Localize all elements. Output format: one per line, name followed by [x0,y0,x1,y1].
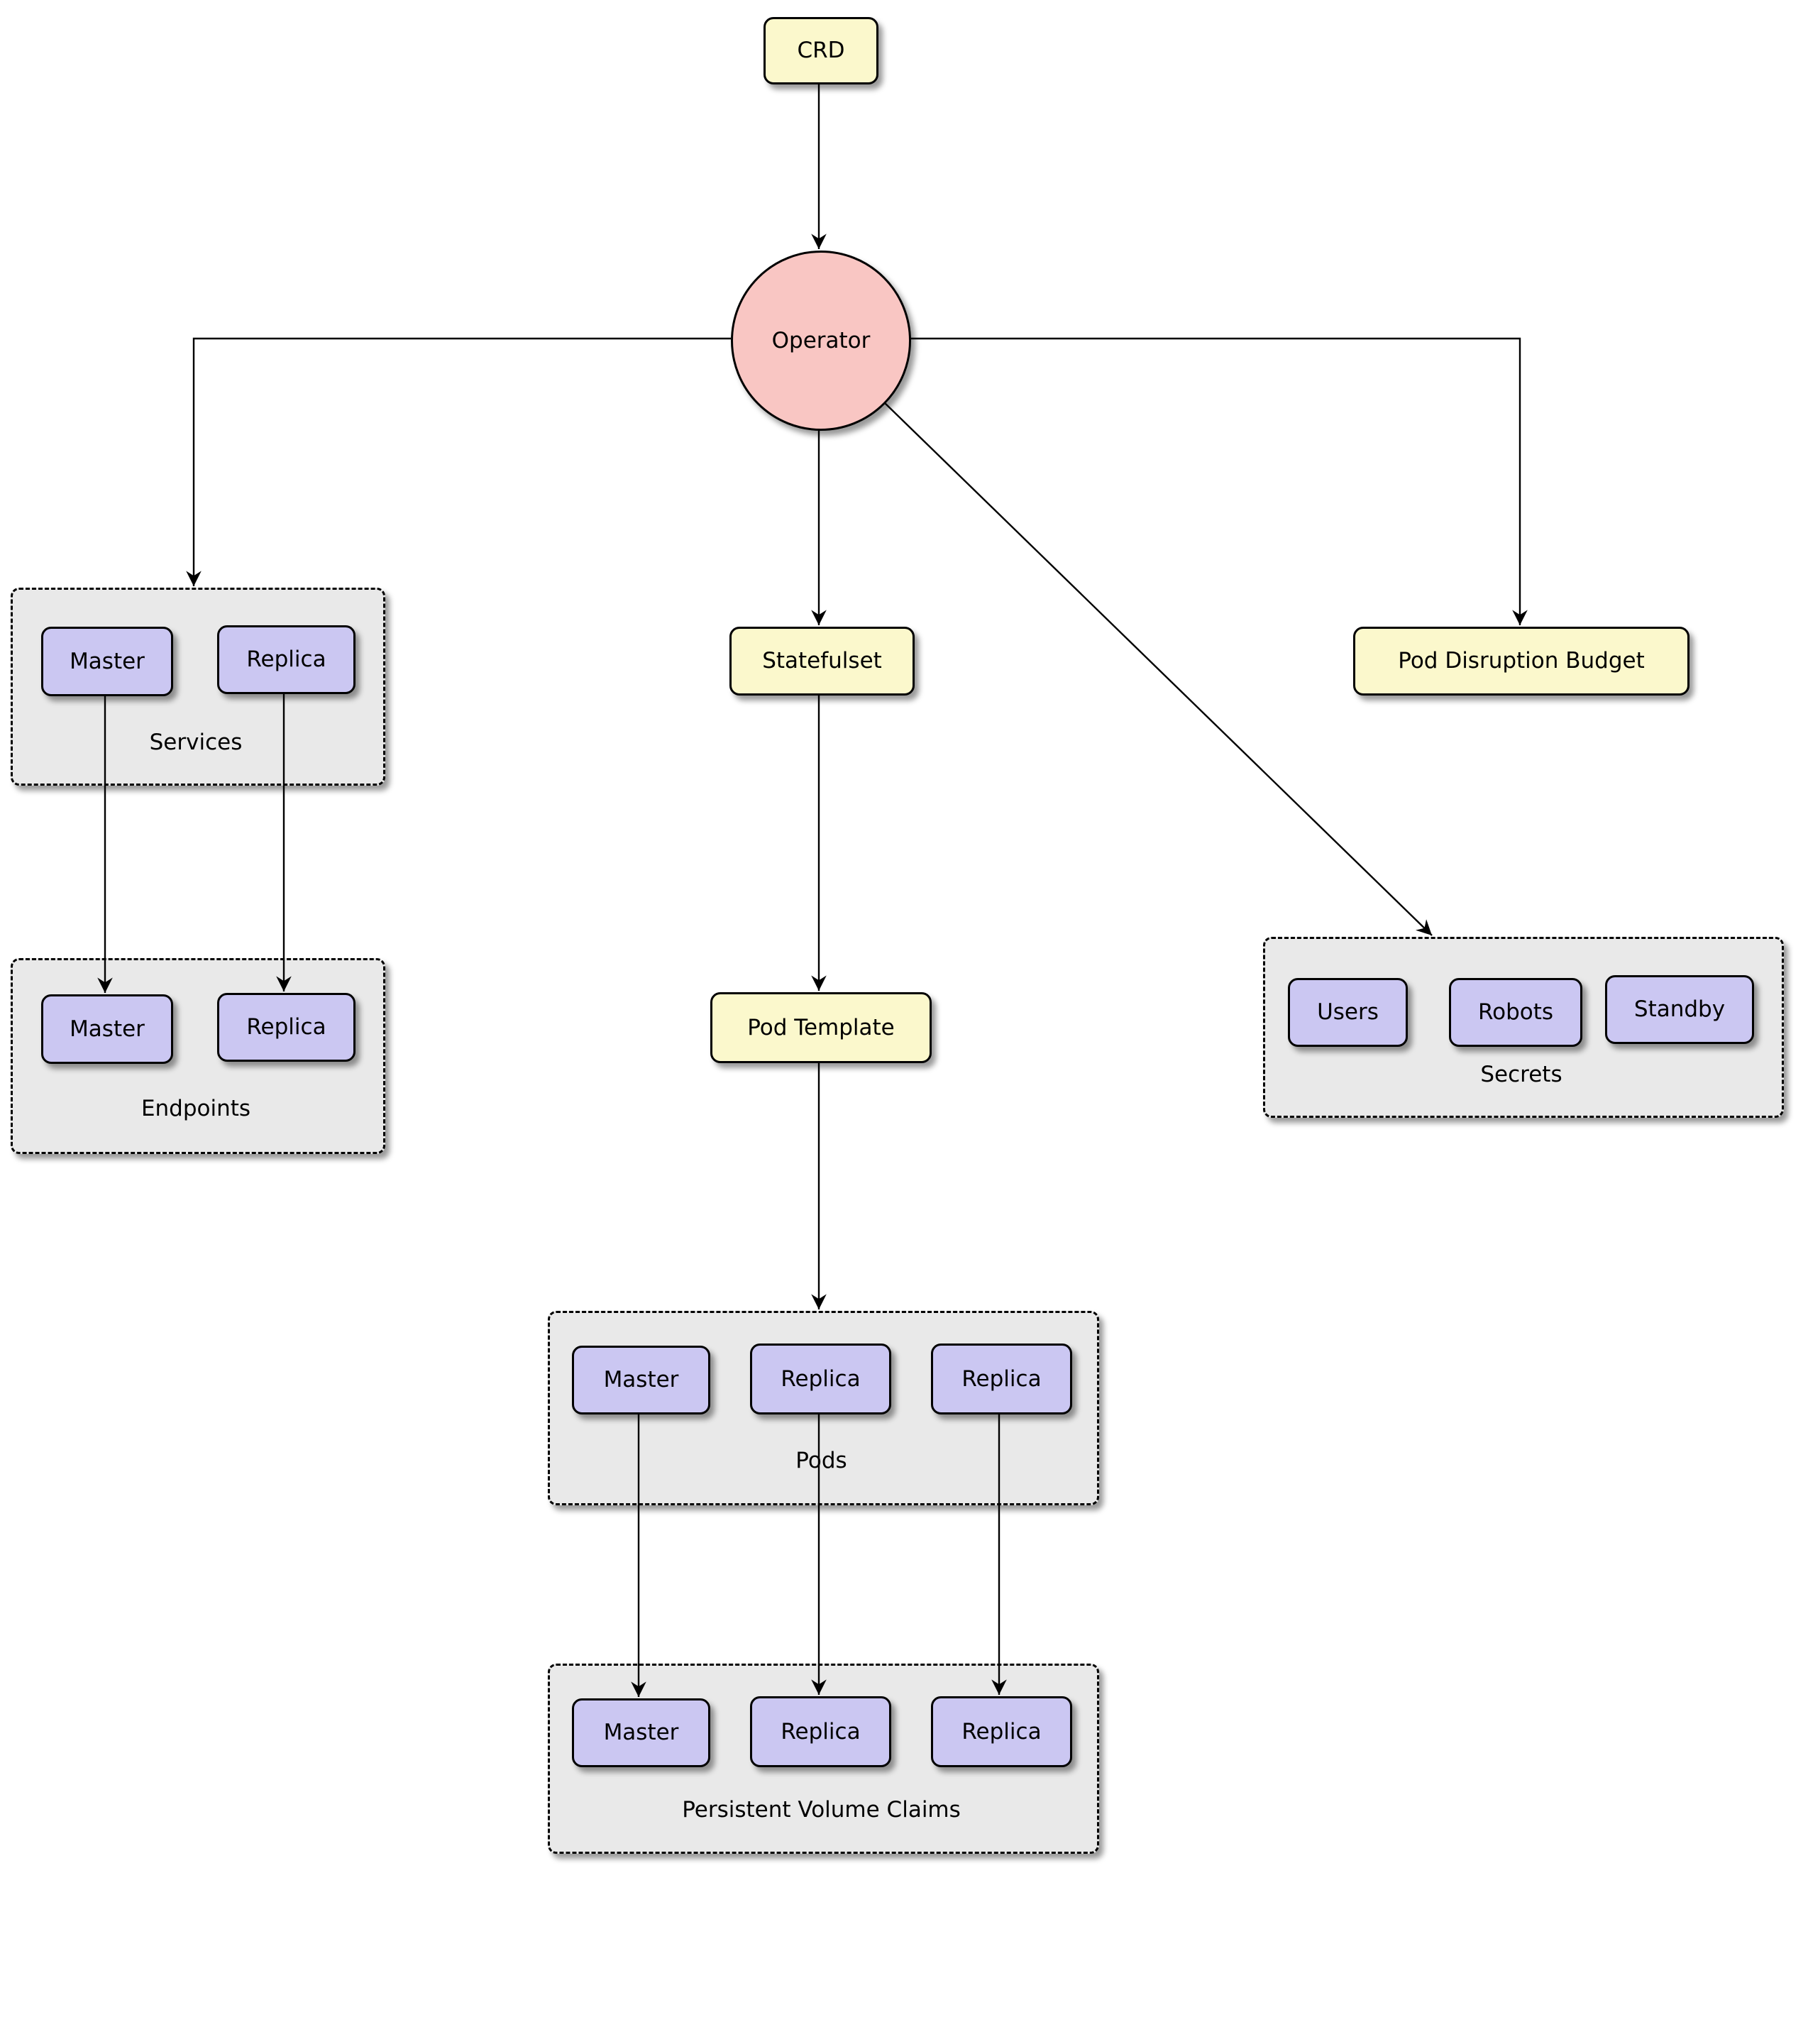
pods-replica2-node: Replica [931,1344,1072,1414]
crd-node: CRD [764,17,878,84]
endpoints-group-label: Endpoints [140,1096,251,1121]
pvc-replica2-node: Replica [931,1696,1072,1767]
persistent-volume-claims-group-label: Persistent Volume Claims [682,1797,961,1823]
pvc-master-node: Master [572,1698,710,1767]
services-master-node: Master [41,627,173,696]
endpoints-replica-node: Replica [217,993,355,1062]
pods-master-node: Master [572,1346,710,1414]
arrow-operator-to-pod-disruption-budget [907,337,1528,625]
endpoints-master-node: Master [41,994,173,1064]
arrow-operator-to-services [186,337,731,586]
arrow-operator-to-secrets [881,400,1433,936]
secrets-group-label: Secrets [1480,1062,1562,1087]
pods-replica1-node: Replica [750,1344,891,1414]
secrets-robots-node: Robots [1449,978,1582,1047]
pod-template-node: Pod Template [710,992,932,1063]
statefulset-node: Statefulset [729,627,915,696]
services-group-label: Services [149,730,243,755]
pod-disruption-budget-node: Pod Disruption Budget [1353,627,1690,696]
operator-node: Operator [731,251,911,431]
secrets-standby-node: Standby [1605,975,1754,1044]
pvc-replica1-node: Replica [750,1696,891,1767]
secrets-users-node: Users [1288,978,1408,1047]
pods-group-label: Pods [795,1448,847,1473]
services-replica-node: Replica [217,625,355,694]
